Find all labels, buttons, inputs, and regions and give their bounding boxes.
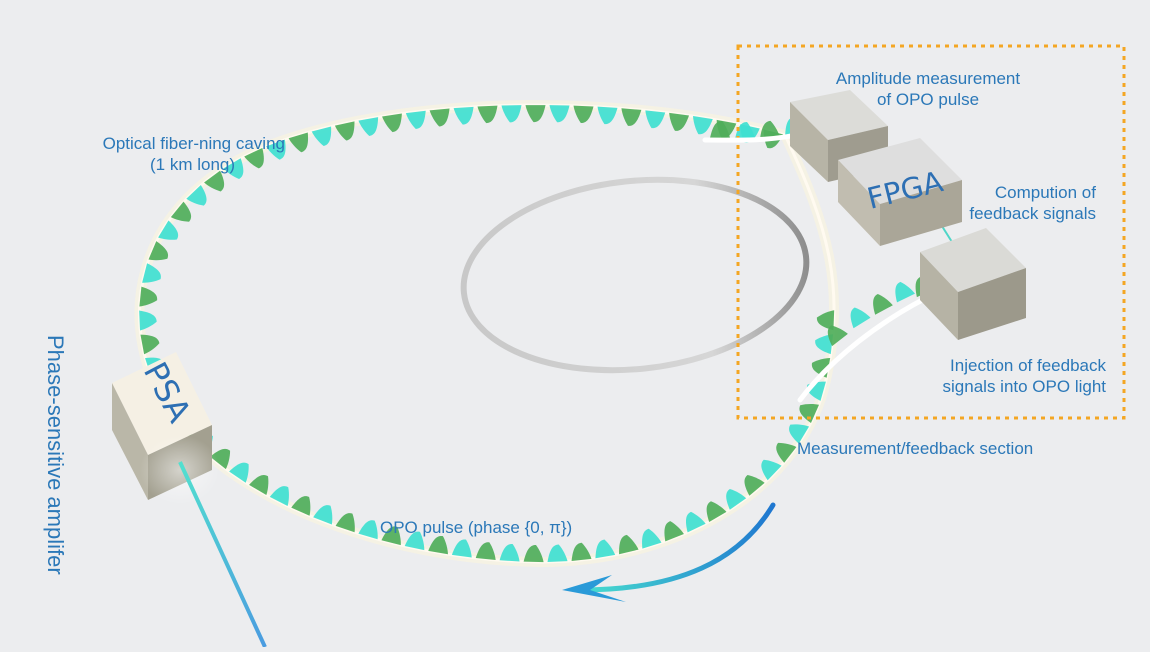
opo-pulse [381,526,401,546]
computation-label: Compution of feedback signals [900,182,1096,224]
opo-pulse [621,108,642,126]
opo-pulse [266,139,286,160]
opo-pulse [186,185,207,206]
opo-pulse [895,281,915,303]
opo-pulse [597,106,618,125]
opo-pulse [499,544,520,562]
opo-pulse [850,307,871,329]
opo-pulse [642,528,662,549]
fiber-cavity-line2: (1 km long) [149,155,236,174]
amplitude-measurement-label: Amplitude measurement of OPO pulse [808,68,1048,110]
opo-pulse [269,486,289,506]
opo-pulse [523,544,544,563]
opo-pulse [291,496,311,516]
direction-arrowhead [562,575,626,602]
fiber-from-injection-box [797,289,941,403]
opo-pulse [477,105,498,124]
computation-line1: Compution of [994,183,1096,202]
opo-pulse [249,475,269,495]
opo-pulse [358,520,378,540]
injection-line1: Injection of feedback [950,356,1106,375]
measurement-section-border [736,44,1126,420]
opo-pulse [501,105,522,123]
opo-pulse [335,513,355,533]
opo-pulse [799,403,820,424]
opo-pulse [595,539,616,559]
fiber-cavity-line1: Optical fiber-ning caving [102,134,285,153]
opo-pulse [475,542,496,560]
opo-pulse [760,120,780,139]
opo-pulse [358,117,379,136]
opo-pulse [453,106,474,125]
opo-pulse [573,105,594,124]
opo-pulse [761,459,782,481]
fiber-cavity-label: Optical fiber-ning caving (1 km long) [30,133,285,175]
opo-pulse [229,462,249,483]
opo-pulse [815,334,834,355]
opo-pulse [693,116,713,135]
injection-box [920,228,1026,340]
opo-pulse-label: OPO pulse (phase {0, π}) [380,518,573,537]
opo-pulse [429,108,450,127]
opo-pulse [547,544,568,563]
opo-pulse [873,294,893,315]
opo-pulse [404,531,425,551]
injection-label: Injection of feedback signals into OPO l… [880,355,1106,397]
opo-pulse [525,105,546,123]
opo-pulse [451,539,472,558]
opo-pulse [313,505,333,525]
opo-pulse [735,122,755,139]
fpga-box [838,138,962,246]
opo-pulse [664,521,684,542]
opo-pulse [204,170,225,192]
opo-pulse [645,110,666,129]
opo-pulse [776,442,797,463]
opo-pulse [710,121,730,138]
amplitude-line2: of OPO pulse [876,90,980,109]
psa-full-label: Phase-sensitive amplifer [43,335,68,575]
direction-arrow [577,502,776,593]
opo-pulse [142,263,161,283]
opo-pulse [726,488,747,510]
opo-pulse [288,132,309,153]
opo-pulse [744,475,765,496]
opo-pulse [405,110,426,130]
measurement-section-label: Measurement/feedback section [797,439,1034,458]
opo-pulse [827,325,848,347]
opo-pulse [223,158,244,179]
inner-ring [460,176,810,374]
opo-pulse [619,534,639,555]
injection-line2: signals into OPO light [942,377,1106,396]
opo-pulse [382,113,402,133]
opo-pulse [170,201,192,222]
opo-pulse [140,334,160,355]
opo-pulse [789,424,810,444]
opo-pulse-train [139,105,936,563]
opo-pulse [686,511,706,533]
amplitude-line1: Amplitude measurement [835,69,1021,88]
opo-pulse [816,310,835,331]
opo-pulse [706,501,727,522]
computation-line2: feedback signals [969,204,1096,223]
opo-pulse [139,310,157,331]
psa-output-beam [178,461,267,648]
opo-pulse [571,542,592,561]
opo-pulse [428,536,448,555]
opo-pulse [158,220,179,240]
opo-pulse [244,147,264,169]
opo-pulse [669,112,690,131]
opo-pulse [311,126,332,146]
opo-pulse [148,241,169,261]
opo-pulse [139,286,158,307]
opo-pulse [334,121,355,141]
opo-pulse [549,105,570,123]
